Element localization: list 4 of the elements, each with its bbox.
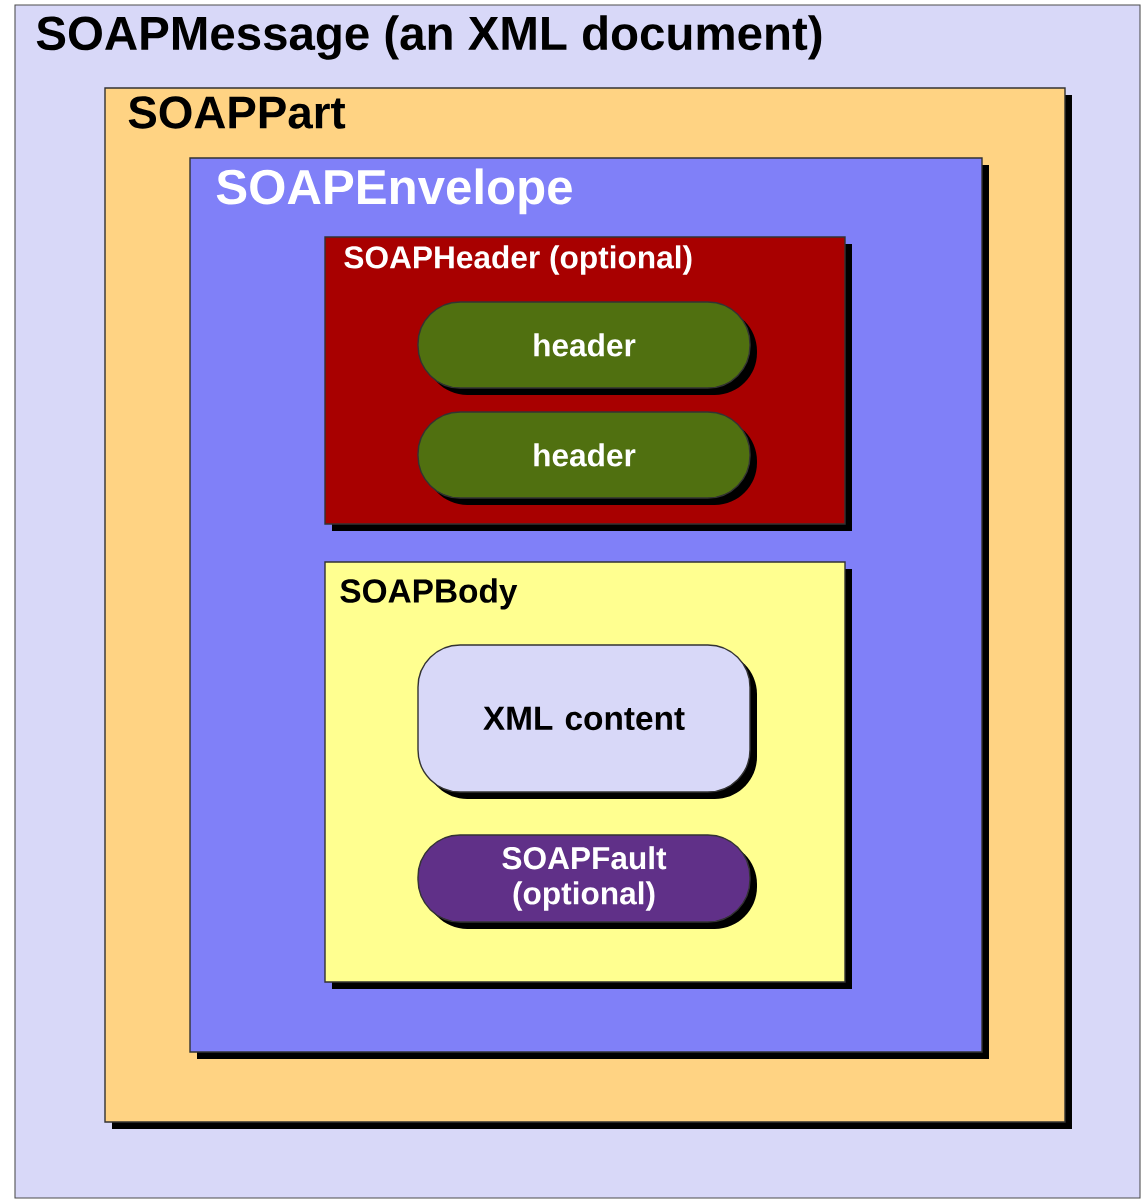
header-entry: header: [417, 411, 757, 505]
header-entry: header: [417, 301, 757, 395]
content-box: XML content: [417, 644, 757, 799]
fault-box: SOAPFault (optional): [417, 834, 757, 929]
